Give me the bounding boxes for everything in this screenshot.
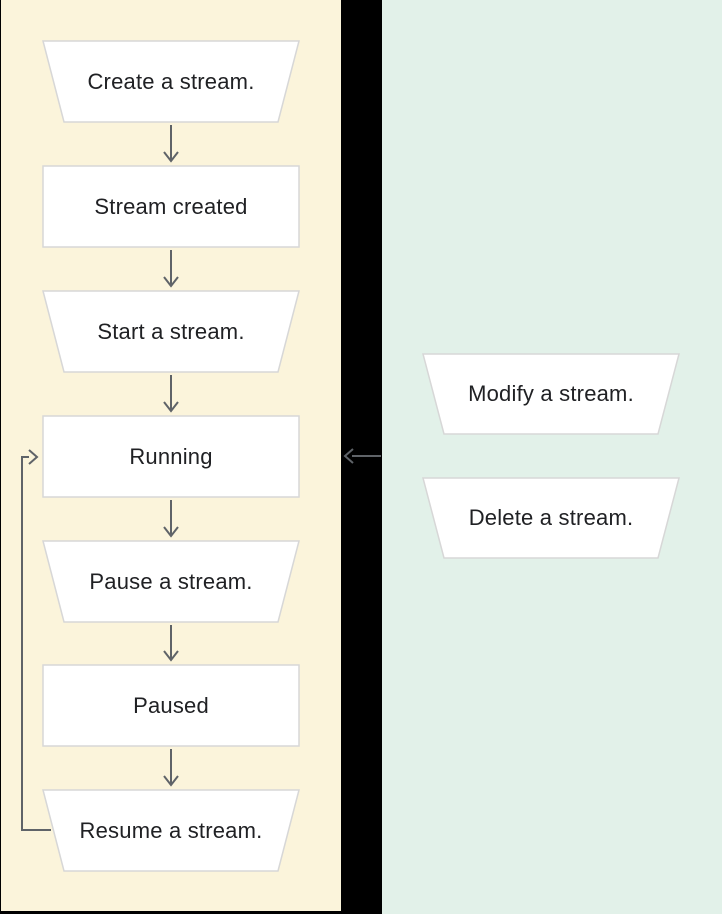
node-create-a-stream: Create a stream. <box>42 40 300 123</box>
node-label: Create a stream. <box>87 68 255 94</box>
edge-actions-to-running <box>343 448 381 464</box>
trapezoid-shape <box>42 789 300 872</box>
rectangle-shape <box>42 415 300 498</box>
trapezoid-shape <box>42 290 300 373</box>
node-resume-a-stream: Resume a stream. <box>42 789 300 872</box>
trapezoid-shape <box>422 477 680 559</box>
node-delete-a-stream: Delete a stream. <box>422 477 680 559</box>
node-label: Paused <box>133 692 209 718</box>
rectangle-shape <box>42 664 300 747</box>
node-label: Running <box>129 443 213 469</box>
node-label: Resume a stream. <box>79 817 263 843</box>
node-pause-a-stream: Pause a stream. <box>42 540 300 623</box>
rectangle-shape <box>42 165 300 248</box>
node-modify-a-stream: Modify a stream. <box>422 353 680 435</box>
trapezoid-shape <box>42 40 300 123</box>
trapezoid-shape <box>42 540 300 623</box>
node-label: Start a stream. <box>97 318 245 344</box>
node-label: Modify a stream. <box>468 381 634 406</box>
node-running: Running <box>42 415 300 498</box>
node-stream-created: Stream created <box>42 165 300 248</box>
node-label: Pause a stream. <box>89 568 253 594</box>
trapezoid-shape <box>422 353 680 435</box>
node-label: Delete a stream. <box>468 505 634 530</box>
node-label: Stream created <box>94 193 248 219</box>
node-paused: Paused <box>42 664 300 747</box>
node-start-a-stream: Start a stream. <box>42 290 300 373</box>
actions-panel <box>382 0 722 914</box>
